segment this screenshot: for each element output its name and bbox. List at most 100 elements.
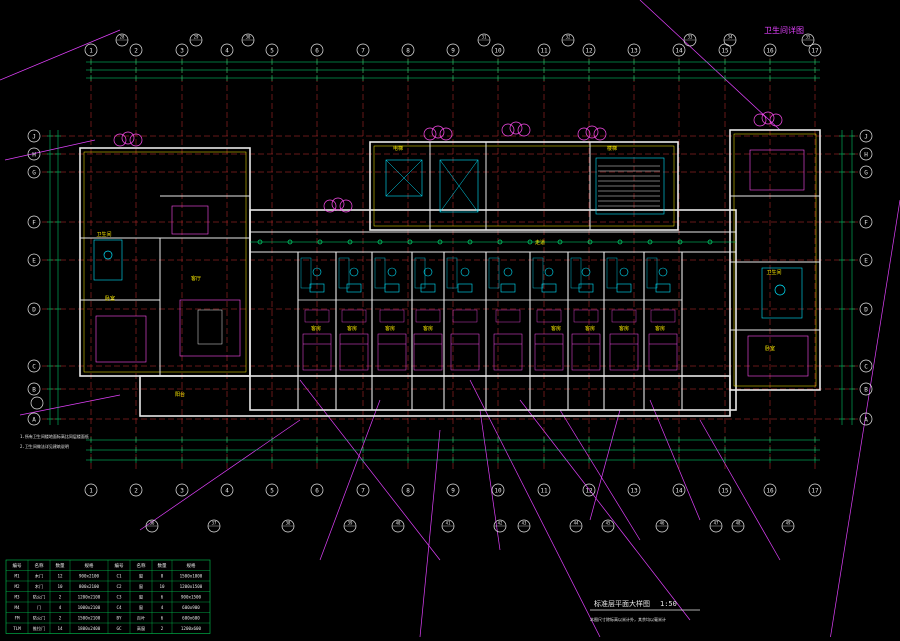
axis-bubble-left-D [27,302,41,316]
axis-bubble-bottom-9 [446,483,460,497]
axis-label-top-12: 12 [585,48,593,55]
axis-label-left-H: H [32,152,36,159]
desk-7 [573,309,599,323]
shower-9 [646,257,658,289]
table-cell-2-3: 1200x2100 [78,595,101,600]
desk-3 [415,309,441,323]
axis-bubble-bottom-2 [129,483,143,497]
corridor-light [677,239,683,245]
axis-bubble-right-B [859,382,873,396]
axis-label-left-G: G [32,170,36,177]
table-header-6: 数量 [158,562,167,569]
table-cell-2-2: 2 [59,595,62,600]
axis-bubble-bottom-12 [582,483,596,497]
table-cell-4-7: 600x600 [182,616,200,621]
elevator-1-x2 [385,159,423,197]
room-label-0: 卧室 [105,295,115,302]
table-cell-3-1: 门 [37,604,41,611]
table-cell-5-6: 2 [161,626,164,631]
axis-bubble-left-H [27,147,41,161]
corridor-light [347,239,353,245]
room-label-6: 走道 [535,239,545,246]
table-cell-4-5: 百叶 [137,615,146,622]
axis-bubble-right-G [859,165,873,179]
table-cell-2-5: 窗 [139,594,143,601]
shrub-1c [439,127,453,141]
table-cell-5-1: 推拉门 [33,625,46,632]
bed-4 [450,333,480,371]
table-cell-0-0: M1 [14,574,20,579]
bed-0 [302,333,332,371]
corridor-light [497,239,503,245]
table-cell-5-0: TLM [13,626,21,631]
axis-label-right-G: G [864,170,868,177]
axis-bubble-top-3 [175,43,189,57]
axis-label-right-F: F [864,220,868,227]
axis-label-right-E: E [864,258,868,265]
toilet-3 [423,267,433,277]
axis-bubble-bottom-15 [718,483,732,497]
leader-line-12 [559,409,641,541]
table-cell-1-6: 10 [159,584,165,589]
axis-label-bottom-14: 14 [675,488,683,495]
bed-7 [571,333,601,371]
shrub-5 [753,113,767,127]
axis-bubble-bottom-13 [627,483,641,497]
axis-label-bottom-9: 9 [451,488,455,495]
axis-label-left-D: D [32,307,36,314]
toilet-7 [581,267,591,277]
table-cell-4-0: FM [14,616,20,621]
table-cell-2-6: 6 [161,595,164,600]
labels-layer: 卧室客厅卫生间阳台电梯楼梯走道客房客房客房客房客房客房客房客房卧室卫生间 [96,145,782,611]
axis-label-top-14: 14 [675,48,683,55]
axis-label-top-7: 7 [361,48,365,55]
toilet-9 [658,267,668,277]
toilet-0 [312,267,322,277]
axis-bubble-bottom-10 [491,483,505,497]
corridor-light [617,239,623,245]
axis-bubble-left-G [27,165,41,179]
axis-bubble-bottom-1 [84,483,98,497]
leader-line-6 [469,379,601,638]
wall-core-north [369,141,679,231]
dimension-layer [47,59,855,463]
table-cell-4-4: BY [116,616,122,621]
axis-bubble-left-F [27,215,41,229]
shrub-4 [113,133,127,147]
axis-bubble-top-17 [808,43,822,57]
table-cell-5-2: 14 [57,626,63,631]
drawing-note: 本图尺寸除标高以米计外，其余均以毫米计 [590,616,666,622]
callout-top-label-5: 33 [688,35,693,40]
shrub-0c [339,199,353,213]
room-label-8: 客房 [347,325,357,332]
callout-bottom-label-8: 44 [574,521,579,526]
corridor-light [377,239,383,245]
table-cell-0-7: 1500x1800 [180,574,203,579]
room-label-14: 客房 [655,325,665,332]
axis-label-top-13: 13 [630,48,638,55]
shrub-3c [593,127,607,141]
table-cell-0-6: 8 [161,574,164,579]
shrub-0b [331,197,345,211]
callout-bottom-label-5: 41 [446,521,451,526]
sofa-set [179,299,241,357]
wall-right-wing [729,129,821,391]
table-header-4: 编号 [115,562,124,569]
axis-label-bottom-3: 3 [180,488,184,495]
drawing-title: 标准层平面大样图 [594,599,650,608]
shrub-2 [501,123,515,137]
table-header-1: 名称 [35,562,44,569]
axis-label-left-B: B [32,387,36,394]
wall-central-block [249,209,737,411]
axis-label-top-1: 1 [89,48,93,55]
axis-bubble-left-E [27,253,41,267]
callout-top-label-1: 29 [194,35,199,40]
axis-label-bottom-17: 17 [811,488,819,495]
table-cell-4-3: 1500x2100 [78,616,101,621]
toilet-1 [349,267,359,277]
axis-bubble-top-9 [446,43,460,57]
axis-label-bottom-13: 13 [630,488,638,495]
table-cell-2-7: 900x1500 [181,595,202,600]
room-label-13: 客房 [619,325,629,332]
table-cell-2-4: C3 [116,595,122,600]
